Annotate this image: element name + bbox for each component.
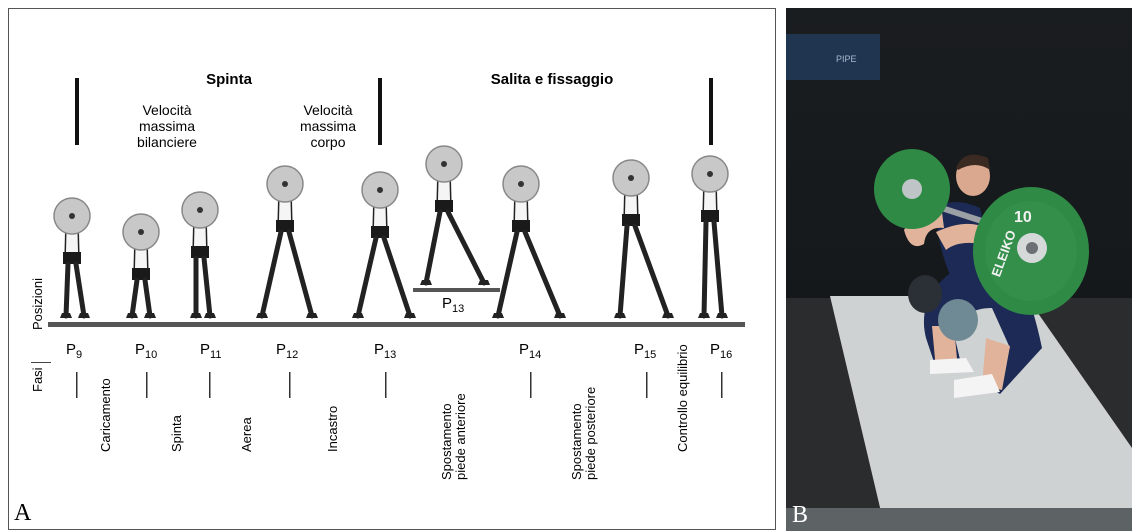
annotation-line: massima [300, 118, 356, 134]
annotation-line: Velocità [303, 102, 352, 118]
annotation-line: massima [139, 118, 195, 134]
athlete-figure [123, 214, 159, 318]
phase-label: Aerea [239, 417, 254, 452]
phase-label: Spostamento [439, 403, 454, 480]
athlete-figure [182, 192, 218, 318]
panel-b-photo: PIPE EL [786, 8, 1132, 531]
platform-bar [413, 288, 500, 292]
position-label: P13 [374, 341, 396, 361]
heading-spinta: Spinta [206, 71, 252, 88]
ground-line [48, 322, 745, 327]
phase-tick [530, 372, 532, 398]
panel-letter-a: A [14, 500, 31, 527]
athlete-figure [256, 166, 318, 318]
annotation-velocita-corpo: Velocità massima corpo [300, 102, 356, 150]
knee-pad [908, 275, 942, 313]
phase-tick [76, 372, 78, 398]
position-label: P9 [66, 341, 82, 361]
phase-tick [209, 372, 211, 398]
position-labels: P9 P10 P11 P12 P13 P14 P15 P16 [66, 341, 732, 361]
athlete-figure [420, 146, 490, 285]
phase-label: piede anteriore [453, 393, 468, 480]
athlete-figure [352, 172, 416, 318]
annotation-line: Velocità [142, 102, 191, 118]
phase-tick [646, 372, 648, 398]
posizioni-label: Posizioni [30, 278, 45, 330]
phase-tick [385, 372, 387, 398]
phase-label: Caricamento [98, 378, 113, 452]
label-divider [31, 362, 51, 363]
phase-label: Spostamento [569, 403, 584, 480]
knee-pad [938, 299, 978, 341]
position-label: P16 [710, 341, 732, 361]
athlete-figures [54, 146, 728, 318]
annotation-line: corpo [310, 134, 345, 150]
phase-label: Spinta [169, 414, 184, 452]
phase-labels: Caricamento Spinta Aerea Incastro Spostament… [98, 344, 690, 480]
phase-ticks [76, 372, 723, 398]
front-plate: ELEIKO 10 [973, 187, 1089, 315]
annotation-line: bilanciere [137, 134, 197, 150]
heading-salita-fissaggio: Salita e fissaggio [491, 71, 614, 88]
athlete-figure [613, 160, 674, 318]
mat-edge [786, 508, 1132, 531]
athlete-figure [54, 198, 90, 318]
phase-tick [721, 372, 723, 398]
position-label: P10 [135, 341, 157, 361]
platform-label: P13 [442, 295, 464, 315]
position-label: P15 [634, 341, 656, 361]
position-label: P11 [200, 341, 221, 361]
position-label: P14 [519, 341, 541, 361]
phase-marker-end [709, 78, 713, 145]
panel-letter-b: B [792, 502, 808, 529]
athlete-figure [692, 156, 728, 318]
athlete-figure [492, 166, 566, 318]
phase-marker-start [75, 78, 79, 145]
phase-label: Incastro [325, 406, 340, 452]
back-plate [874, 149, 950, 229]
weightlifter-photo: PIPE EL [786, 8, 1132, 531]
position-label: P12 [276, 341, 298, 361]
phase-label: piede posteriore [583, 387, 598, 480]
phase-tick [289, 372, 291, 398]
phase-marker-middle [378, 78, 382, 145]
background-banner [786, 34, 880, 80]
jerk-phases-diagram: Spinta Salita e fissaggio Velocità massi… [0, 0, 778, 531]
annotation-velocita-bilanciere: Velocità massima bilanciere [137, 102, 197, 150]
plate-weight-text: 10 [1014, 209, 1032, 226]
phase-label: Controllo equilibrio [675, 344, 690, 452]
fasi-label: Fasi [30, 367, 45, 392]
phase-tick [146, 372, 148, 398]
panel-a-diagram: Spinta Salita e fissaggio Velocità massi… [0, 0, 778, 531]
banner-text: PIPE [836, 54, 857, 64]
